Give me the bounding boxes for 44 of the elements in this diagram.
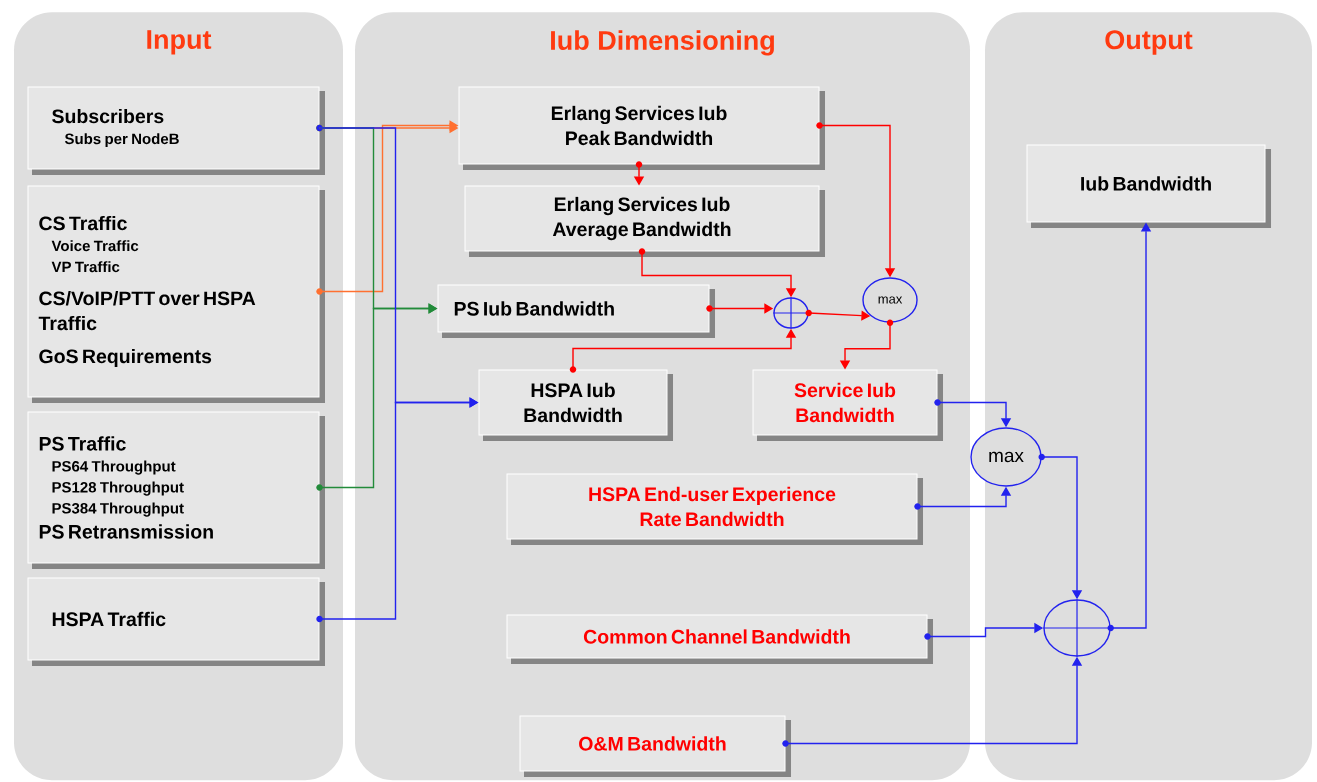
box-label: PS Iub Bandwidth: [454, 301, 614, 316]
operator-label: max: [878, 296, 903, 304]
heading-text: CS Traffic: [39, 215, 127, 231]
input-box: [27, 577, 325, 666]
box-label: Common Channel Bandwidth: [583, 629, 850, 644]
result-box: [506, 614, 933, 664]
sub-item-text: PS128 Throughput: [52, 481, 184, 496]
input-box: [27, 185, 325, 403]
box-label: HSPA Iub Bandwidth: [524, 382, 622, 423]
operator-label: max: [989, 451, 1024, 463]
input-box: [27, 411, 325, 569]
box-label: Erlang Services Iub Average Bandwidth: [552, 196, 731, 241]
heading-text: PS Traffic: [39, 436, 126, 451]
box-label: HSPA End-user Experience Rate Bandwidth: [589, 486, 836, 527]
heading-text: GoS Requirements: [39, 348, 212, 368]
max-operator: [970, 427, 1045, 487]
heading-text: PS Retransmission: [39, 524, 213, 539]
heading-text: CS/VoIP/PTT over HSPA Traffic: [38, 290, 256, 331]
sub-item-text: PS384 Throughput: [52, 502, 184, 517]
sub-item-text: Voice Traffic: [51, 240, 139, 252]
heading-text: HSPA Traffic: [52, 611, 166, 627]
process-box: [458, 86, 825, 170]
sum-junction: [1042, 598, 1114, 658]
heading-text: Subscribers: [52, 108, 164, 124]
input-box: [27, 86, 325, 175]
panel-title: Input: [147, 30, 212, 55]
result-box: [752, 369, 943, 441]
box-label: O&M Bandwidth: [579, 736, 726, 751]
result-box: [506, 473, 923, 545]
sub-item-text: PS64 Throughput: [52, 460, 176, 475]
result-box: [519, 715, 791, 777]
panel-title: Iub Dimensioning: [551, 30, 774, 56]
process-box: [1026, 144, 1271, 228]
sum-junction: [772, 296, 812, 330]
process-box: [437, 284, 715, 338]
sub-item-text: VP Traffic: [51, 261, 120, 273]
max-operator: [862, 277, 918, 326]
process-box: [478, 366, 673, 441]
box-label: Service Iub Bandwidth: [794, 382, 896, 423]
panel-title: Output: [1105, 30, 1193, 55]
box-label: Iub Bandwidth: [1081, 176, 1211, 191]
process-box: [464, 185, 825, 257]
sub-item-text: Subs per NodeB: [64, 133, 179, 148]
box-label: Erlang Services Iub Peak Bandwidth: [551, 105, 727, 146]
